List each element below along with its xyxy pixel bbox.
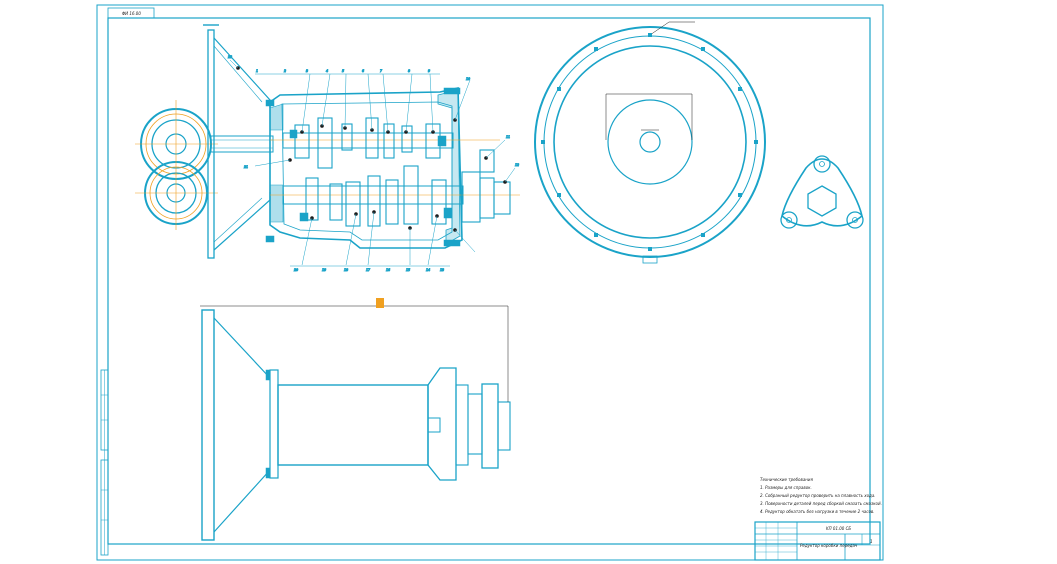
svg-text:3: 3	[306, 69, 308, 73]
drawing-title: Редуктор коробки передач	[800, 543, 858, 548]
top-left-stamp: ΦИ 16.00	[107, 7, 155, 19]
svg-text:11: 11	[506, 135, 510, 139]
svg-text:4: 4	[326, 69, 328, 73]
svg-text:17: 17	[366, 268, 370, 272]
svg-text:6: 6	[362, 69, 364, 73]
svg-text:1: 1	[256, 69, 258, 73]
three-lobe-flange	[780, 155, 864, 229]
bolt-holes	[541, 33, 758, 251]
svg-text:18: 18	[344, 268, 348, 272]
tech-notes: Технические требования 1. Размеры для сп…	[760, 477, 882, 514]
svg-text:12: 12	[515, 163, 519, 167]
svg-text:19: 19	[322, 268, 326, 272]
note-line-4: 4. Редуктор обкатать без нагрузки в тече…	[760, 509, 875, 514]
svg-text:8: 8	[408, 69, 410, 73]
svg-text:9: 9	[428, 69, 430, 73]
sheet-frame	[96, 4, 884, 561]
sheet-number: 1	[870, 539, 873, 544]
note-line-1: 1. Размеры для справок.	[760, 485, 812, 490]
stamp-text: ΦИ 16.00	[122, 11, 141, 16]
svg-text:2: 2	[284, 69, 286, 73]
svg-text:21: 21	[244, 165, 248, 169]
svg-text:13: 13	[440, 268, 444, 272]
title-block: ΚΠ 01.00 СБ Редуктор коробки передач 1	[754, 521, 881, 561]
svg-text:15: 15	[406, 268, 410, 272]
note-heading: Технические требования	[760, 477, 814, 482]
note-line-2: 2. Собранный редуктор проверить на плавн…	[760, 493, 876, 498]
note-line-3: 3. Поверхности деталей перед сборкой сма…	[760, 501, 882, 506]
svg-text:20: 20	[294, 268, 298, 272]
svg-text:22: 22	[228, 55, 232, 59]
svg-text:10: 10	[466, 77, 470, 81]
housing-front-view	[534, 21, 766, 264]
svg-text:5: 5	[342, 69, 344, 73]
svg-text:14: 14	[426, 268, 430, 272]
gear-pair	[135, 100, 218, 230]
side-elevation-view	[200, 298, 511, 541]
svg-text:7: 7	[380, 69, 382, 73]
doc-number: ΚΠ 01.00 СБ	[826, 526, 851, 531]
svg-text:16: 16	[386, 268, 390, 272]
